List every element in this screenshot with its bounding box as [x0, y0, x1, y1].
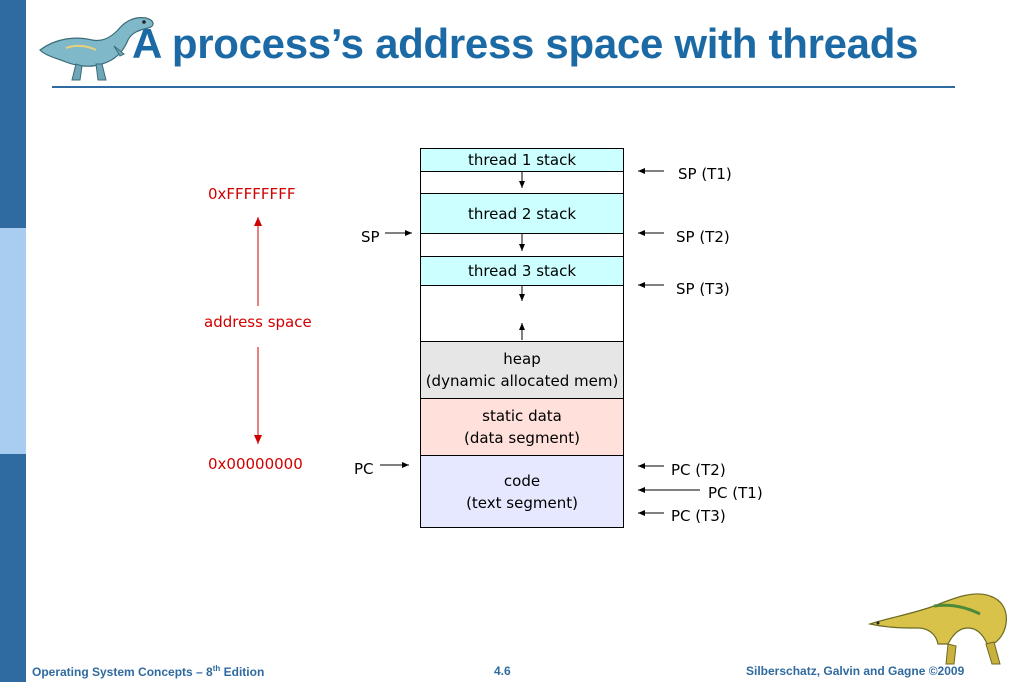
thread1-stack-label: thread 1 stack	[467, 151, 577, 169]
heap-sublabel: (dynamic allocated mem)	[425, 372, 619, 390]
thread3-stack-label: thread 3 stack	[467, 262, 577, 280]
pc-t3-label: PC (T3)	[671, 507, 726, 525]
dinosaur-footer-icon	[868, 593, 1007, 665]
slide-title: A process’s address space with threads	[132, 20, 919, 67]
dinosaur-logo	[39, 17, 154, 81]
pc-label: PC	[354, 460, 374, 478]
bottom-address-label: 0x00000000	[208, 455, 303, 473]
thread3-stack-region: thread 3 stack	[420, 256, 624, 286]
code-label: code	[503, 471, 541, 490]
thread2-stack-label: thread 2 stack	[467, 204, 577, 223]
top-address-label: 0xFFFFFFFF	[208, 185, 296, 203]
sp-t3-label: SP (T3)	[676, 280, 730, 298]
footer-authors: Silberschatz, Galvin and Gagne ©2009	[746, 664, 965, 678]
sidebar-band-light	[0, 228, 26, 454]
thread2-stack-region: thread 2 stack	[420, 193, 624, 234]
code-region: code (text segment)	[420, 455, 624, 528]
title-underline	[52, 86, 955, 88]
footer-book-title-text: Operating System Concepts – 8	[32, 665, 213, 679]
footer-slide-number: 4.6	[494, 664, 511, 678]
sp-t1-label: SP (T1)	[678, 165, 732, 183]
sidebar-band	[0, 0, 26, 682]
footer-book-title: Operating System Concepts – 8th Edition	[32, 664, 264, 679]
static-data-sublabel: (data segment)	[463, 429, 581, 447]
code-sublabel: (text segment)	[466, 493, 578, 512]
static-data-label: static data	[482, 407, 562, 425]
static-data-region: static data (data segment)	[420, 398, 624, 456]
footer-edition-sup: th	[212, 664, 221, 673]
footer-edition-suffix: Edition	[220, 665, 265, 679]
address-space-label: address space	[204, 313, 312, 331]
sp-label: SP	[361, 228, 380, 246]
sp-t2-label: SP (T2)	[676, 228, 730, 246]
pc-t2-label: PC (T2)	[671, 461, 726, 479]
heap-label: heap	[503, 350, 541, 368]
pc-t1-label: PC (T1)	[708, 484, 763, 502]
heap-region: heap (dynamic allocated mem)	[420, 341, 624, 399]
